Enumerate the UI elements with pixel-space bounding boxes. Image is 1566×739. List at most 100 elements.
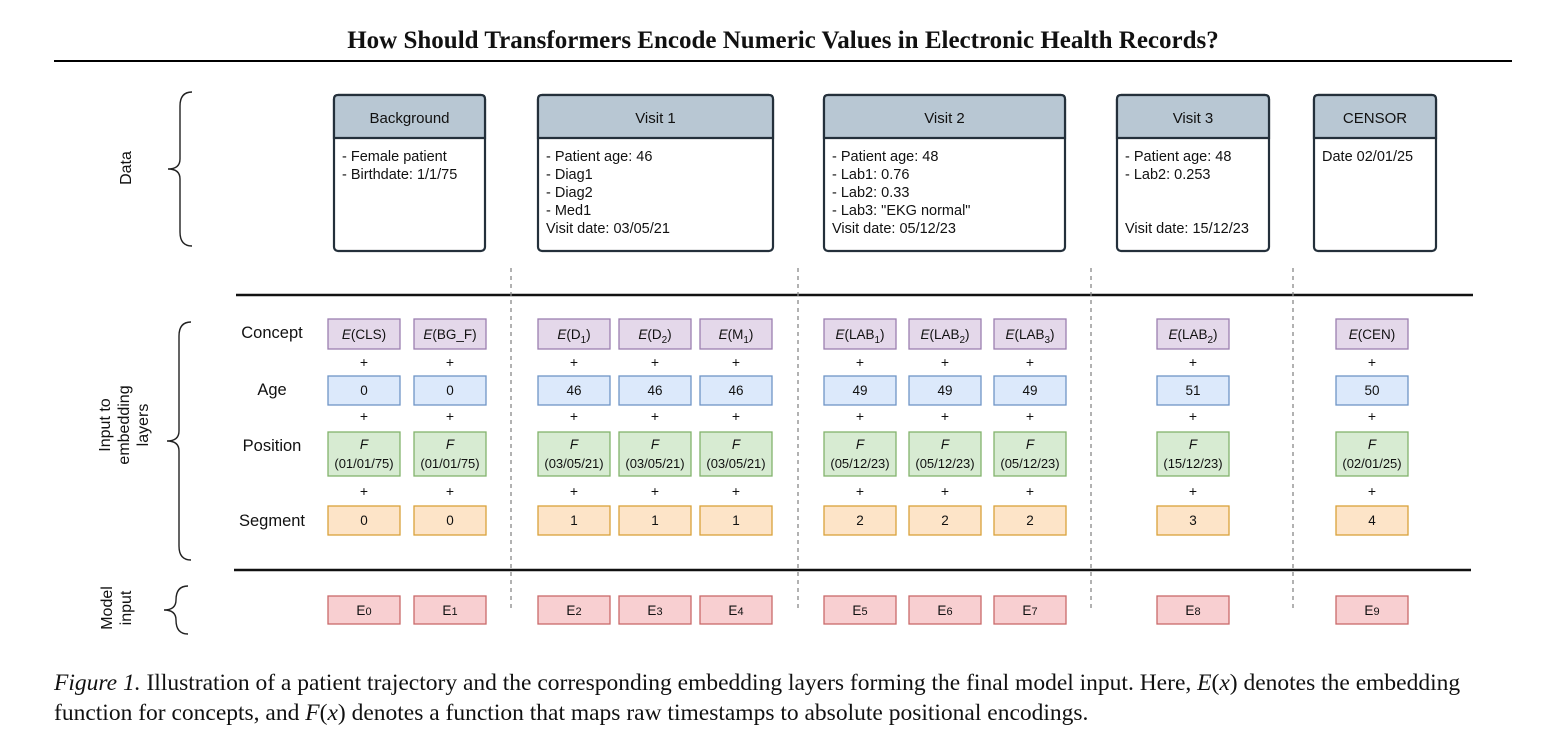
model-input-token xyxy=(699,595,773,625)
row-label-segment: Segment xyxy=(239,512,305,530)
data-box-line: - Patient age: 46 xyxy=(546,149,652,165)
age-token-label: 49 xyxy=(1022,383,1037,398)
plus-sign: + xyxy=(1026,483,1034,499)
data-box-line: - Patient age: 48 xyxy=(832,149,938,165)
concept-token-label: E(LAB2) xyxy=(1168,327,1217,346)
segment-token-label: 2 xyxy=(1026,513,1034,528)
concept-token-label: E(CLS) xyxy=(342,327,386,342)
concept-token xyxy=(327,318,401,350)
position-token-fn: F xyxy=(856,437,865,452)
age-token xyxy=(1335,375,1409,406)
model-input-token xyxy=(413,595,487,625)
group-label-input: embedding xyxy=(116,385,133,464)
position-token xyxy=(413,431,487,477)
concept-token xyxy=(823,318,897,350)
age-token xyxy=(413,375,487,406)
segment-token xyxy=(327,505,401,536)
data-box-title: Background xyxy=(369,110,449,127)
position-token-fn: F xyxy=(1368,437,1377,452)
model-input-token xyxy=(908,595,982,625)
plus-sign: + xyxy=(941,408,949,424)
age-token-label: 46 xyxy=(728,383,743,398)
position-token-label: (05/12/23) xyxy=(915,456,974,471)
data-box-line: - Lab2: 0.33 xyxy=(832,185,909,201)
model-input-token xyxy=(993,595,1067,625)
model-input-token xyxy=(537,595,611,625)
model-input-label: E8 xyxy=(1185,603,1200,618)
data-box-line: Visit date: 03/05/21 xyxy=(546,221,670,237)
position-token xyxy=(327,431,401,477)
caption-math-f: F(x) xyxy=(305,700,346,726)
plus-sign: + xyxy=(1026,408,1034,424)
segment-token-label: 0 xyxy=(360,513,368,528)
plus-sign: + xyxy=(570,354,578,370)
segment-token-label: 4 xyxy=(1368,513,1376,528)
data-box-title: Visit 2 xyxy=(924,110,965,127)
data-box-line: - Lab3: "EKG normal" xyxy=(832,203,970,219)
segment-token xyxy=(1335,505,1409,536)
concept-token-label: E(LAB3) xyxy=(1005,327,1054,346)
position-token-label: (03/05/21) xyxy=(706,456,765,471)
data-box-line: - Diag1 xyxy=(546,167,593,183)
model-input-label: E4 xyxy=(728,603,743,618)
age-token xyxy=(618,375,692,406)
position-token xyxy=(823,431,897,477)
age-token xyxy=(823,375,897,406)
segment-token-label: 1 xyxy=(732,513,740,528)
position-token xyxy=(618,431,692,477)
concept-token xyxy=(618,318,692,350)
age-token xyxy=(908,375,982,406)
position-token xyxy=(537,431,611,477)
age-token-label: 46 xyxy=(566,383,581,398)
position-token-fn: F xyxy=(360,437,369,452)
model-brace xyxy=(163,585,189,635)
position-token xyxy=(1156,431,1230,477)
concept-token-label: E(M1) xyxy=(719,327,754,346)
segment-token xyxy=(908,505,982,536)
position-token-fn: F xyxy=(1189,437,1198,452)
group-label-input: layers xyxy=(135,404,152,447)
row-label-concept: Concept xyxy=(241,324,303,342)
segment-token xyxy=(413,505,487,536)
model-input-label: E9 xyxy=(1364,603,1379,618)
segment-token xyxy=(823,505,897,536)
age-token-label: 46 xyxy=(647,383,662,398)
data-box-header xyxy=(1312,93,1438,140)
concept-token xyxy=(699,318,773,350)
concept-token-label: E(LAB2) xyxy=(920,327,969,346)
position-token-label: (01/01/75) xyxy=(420,456,479,471)
segment-token xyxy=(699,505,773,536)
model-input-label: E6 xyxy=(937,603,952,618)
concept-token xyxy=(1335,318,1409,350)
concept-token xyxy=(908,318,982,350)
data-box-line: - Diag2 xyxy=(546,185,593,201)
plus-sign: + xyxy=(856,483,864,499)
model-input-token xyxy=(1335,595,1409,625)
data-brace xyxy=(167,91,193,247)
caption-text-1: Illustration of a patient trajectory and… xyxy=(140,670,1198,696)
concept-token-label: E(CEN) xyxy=(1349,327,1396,342)
age-token-label: 51 xyxy=(1185,383,1200,398)
row-label-position: Position xyxy=(243,437,302,455)
plus-sign: + xyxy=(941,483,949,499)
plus-sign: + xyxy=(360,408,368,424)
plus-sign: + xyxy=(856,408,864,424)
plus-sign: + xyxy=(732,483,740,499)
plus-sign: + xyxy=(651,354,659,370)
model-input-token xyxy=(327,595,401,625)
position-token-fn: F xyxy=(446,437,455,452)
model-input-label: E5 xyxy=(852,603,867,618)
model-input-label: E1 xyxy=(442,603,457,618)
segment-token-label: 0 xyxy=(446,513,454,528)
age-token xyxy=(327,375,401,406)
concept-token xyxy=(413,318,487,350)
model-input-token xyxy=(618,595,692,625)
position-token xyxy=(1335,431,1409,477)
plus-sign: + xyxy=(1368,354,1376,370)
caption-text-2: denotes the embedding function for conce… xyxy=(54,670,1461,726)
concept-token xyxy=(537,318,611,350)
concept-token-label: E(BG_F) xyxy=(423,327,476,342)
group-label-model: input xyxy=(118,590,135,625)
position-token-label: (02/01/25) xyxy=(1342,456,1401,471)
